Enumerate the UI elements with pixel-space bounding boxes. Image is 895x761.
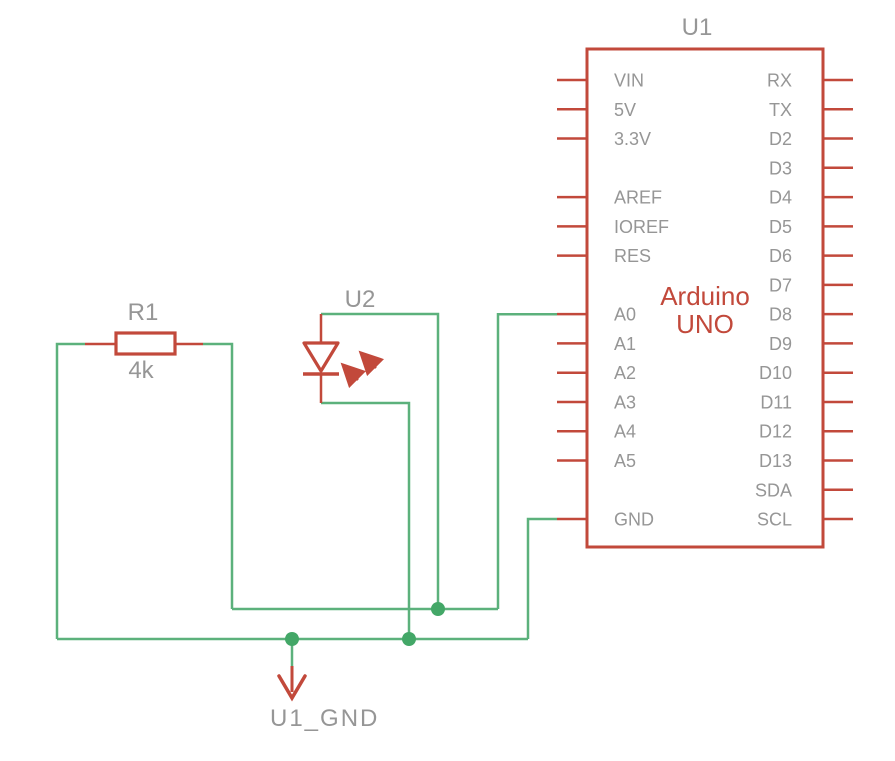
pin-aref[interactable]: AREF <box>557 188 662 208</box>
resistor-body[interactable] <box>114 331 177 356</box>
pin-label: D5 <box>769 217 792 237</box>
pin-label: A0 <box>614 305 636 325</box>
ic-name-line2: UNO <box>676 309 734 339</box>
diode-ref-label: U2 <box>345 286 376 313</box>
wire-r1-right-down[interactable] <box>203 342 234 609</box>
pin-gnd[interactable]: GND <box>557 510 654 530</box>
pin-d12[interactable]: D12 <box>759 422 853 442</box>
junction-dot-a0-bus[interactable] <box>431 602 445 616</box>
pin-d9[interactable]: D9 <box>769 334 853 354</box>
ground-symbol[interactable] <box>277 666 307 702</box>
pin-label: SDA <box>755 480 792 500</box>
pin-label: AREF <box>614 188 662 208</box>
resistor-value-label: 4k <box>128 357 154 384</box>
resistor-ref-label: R1 <box>128 299 159 326</box>
pin-sda[interactable]: SDA <box>755 480 853 500</box>
pin-a5[interactable]: A5 <box>557 451 636 471</box>
pin-label: A5 <box>614 451 636 471</box>
pin-label: IOREF <box>614 217 669 237</box>
junctions <box>285 602 445 646</box>
arduino-uno-component: U1 Arduino UNO VIN 5V 3.3V AREF IOREF RES A0A1… <box>557 14 853 549</box>
wire-led-cathode[interactable] <box>321 401 411 639</box>
pin-a2[interactable]: A2 <box>557 363 636 383</box>
pin-label: TX <box>769 100 792 120</box>
pin-label: D7 <box>769 275 792 295</box>
pin-a3[interactable]: A3 <box>557 392 636 412</box>
pin-d6[interactable]: D6 <box>769 246 853 266</box>
pin-label: VIN <box>614 71 644 91</box>
pin-label: 3.3V <box>614 129 651 149</box>
pin-label: A3 <box>614 392 636 412</box>
pin-a1[interactable]: A1 <box>557 334 636 354</box>
pin-label: D13 <box>759 451 792 471</box>
pin-d8[interactable]: D8 <box>769 305 853 325</box>
photodiode-u2[interactable] <box>302 314 385 403</box>
arduino-body[interactable] <box>585 47 825 549</box>
pin-d11[interactable]: D11 <box>760 392 853 412</box>
resistor-r1[interactable] <box>85 331 203 356</box>
junction-dot-ground[interactable] <box>285 632 299 646</box>
pin-label: D9 <box>769 334 792 354</box>
pin-label: SCL <box>757 510 792 530</box>
wire-gnd-pin[interactable] <box>526 517 557 639</box>
pin-d10[interactable]: D10 <box>759 363 853 383</box>
ic-ref-label: U1 <box>682 14 713 41</box>
pin-a0[interactable]: A0 <box>557 305 636 325</box>
pin-label: D4 <box>769 188 792 208</box>
pin-rx[interactable]: RX <box>767 71 853 91</box>
pin-scl[interactable]: SCL <box>757 510 853 530</box>
pin-a4[interactable]: A4 <box>557 422 636 442</box>
pin-label: D11 <box>760 392 792 412</box>
pin-label: D12 <box>759 422 792 442</box>
pin-res[interactable]: RES <box>557 246 651 266</box>
pin-5v[interactable]: 5V <box>557 100 636 120</box>
pin-vin[interactable]: VIN <box>557 71 644 91</box>
pin-d13[interactable]: D13 <box>759 451 853 471</box>
pin-ioref[interactable]: IOREF <box>557 217 669 237</box>
wire-led-anode[interactable] <box>321 312 440 609</box>
pin-label: A2 <box>614 363 636 383</box>
pin-label: D10 <box>759 363 792 383</box>
ground-net-label: U1_GND <box>270 705 379 732</box>
pin-tx[interactable]: TX <box>769 100 853 120</box>
pin-label: D3 <box>769 158 792 178</box>
pin-d5[interactable]: D5 <box>769 217 853 237</box>
pin-d3[interactable]: D3 <box>769 158 853 178</box>
pin-label: A4 <box>614 422 636 442</box>
pin-label: A1 <box>614 334 636 354</box>
pin-label: RX <box>767 71 792 91</box>
pin-d2[interactable]: D2 <box>769 129 853 149</box>
wire-r1-left-down[interactable] <box>55 342 85 639</box>
pin-label: D8 <box>769 305 792 325</box>
ground-arrow-icon[interactable] <box>277 674 307 702</box>
light-arrow-icon <box>358 350 385 377</box>
pin-3_3v[interactable]: 3.3V <box>557 129 651 149</box>
pin-label: GND <box>614 510 654 530</box>
light-arrow-icon <box>340 362 367 389</box>
pin-label: D6 <box>769 246 792 266</box>
diode-triangle[interactable] <box>302 341 340 373</box>
pin-d4[interactable]: D4 <box>769 188 853 208</box>
ic-name-line1: Arduino <box>660 281 750 311</box>
wire-a0-pin[interactable] <box>496 312 557 609</box>
pin-d7[interactable]: D7 <box>769 275 853 295</box>
junction-dot-gnd-bus[interactable] <box>402 632 416 646</box>
pin-label: RES <box>614 246 651 266</box>
pin-label: D2 <box>769 129 792 149</box>
pin-label: 5V <box>614 100 636 120</box>
